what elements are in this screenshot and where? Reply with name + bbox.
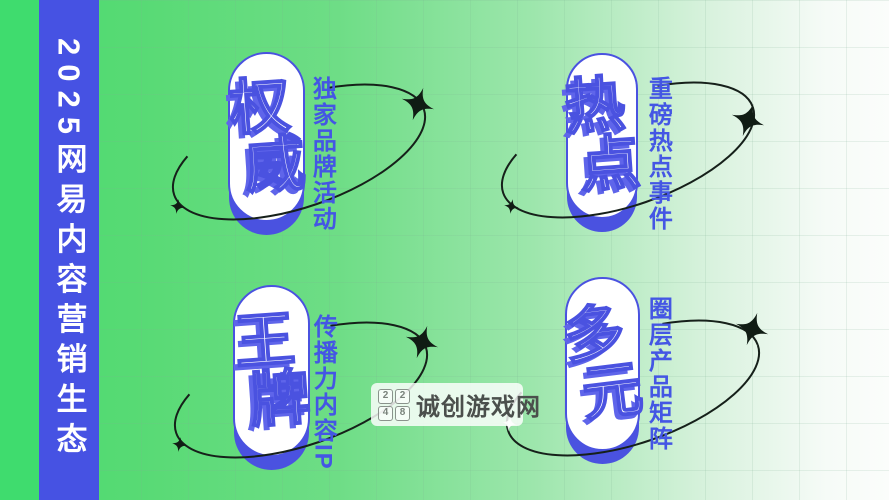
poster-title: 2025网易内容营销生态 <box>51 37 87 463</box>
sparkle-large-icon <box>401 87 435 121</box>
watermark-logo: 2 2 4 8 <box>378 388 410 421</box>
sparkle-small-icon <box>504 199 519 214</box>
card-diverse: 多 元 <box>559 277 647 451</box>
card-authority-sublabel: 独家品牌活动 <box>308 76 336 232</box>
watermark-logo-digit: 4 <box>378 405 393 421</box>
card-authority: 权 威 <box>226 52 308 222</box>
sparkle-large-icon <box>405 325 439 359</box>
card-ace-sublabel: 传播力内容IP <box>309 314 337 471</box>
watermark-logo-digit: 8 <box>395 405 410 421</box>
watermark-logo-digit: 2 <box>378 388 393 404</box>
watermark-site-name: 诚创游戏网 <box>416 394 541 421</box>
card-diverse-sublabel: 圈层产品矩阵 <box>644 296 672 452</box>
watermark-logo-digit: 2 <box>395 388 410 404</box>
card-ace: 王 牌 <box>231 285 313 457</box>
sparkle-small-icon <box>172 437 187 452</box>
left-green-strip <box>0 0 39 500</box>
sparkle-large-icon <box>735 312 769 346</box>
sparkle-large-icon <box>731 103 765 137</box>
card-hotspot: 热 点 <box>562 53 643 219</box>
card-hotspot-sublabel: 重磅热点事件 <box>644 76 672 232</box>
orbit-ellipse-diverse <box>505 319 761 457</box>
sidebar-title-band: 2025网易内容营销生态 <box>39 0 99 500</box>
sparkle-small-icon <box>170 199 185 214</box>
site-watermark: 2 2 4 8 诚创游戏网 <box>371 383 540 426</box>
